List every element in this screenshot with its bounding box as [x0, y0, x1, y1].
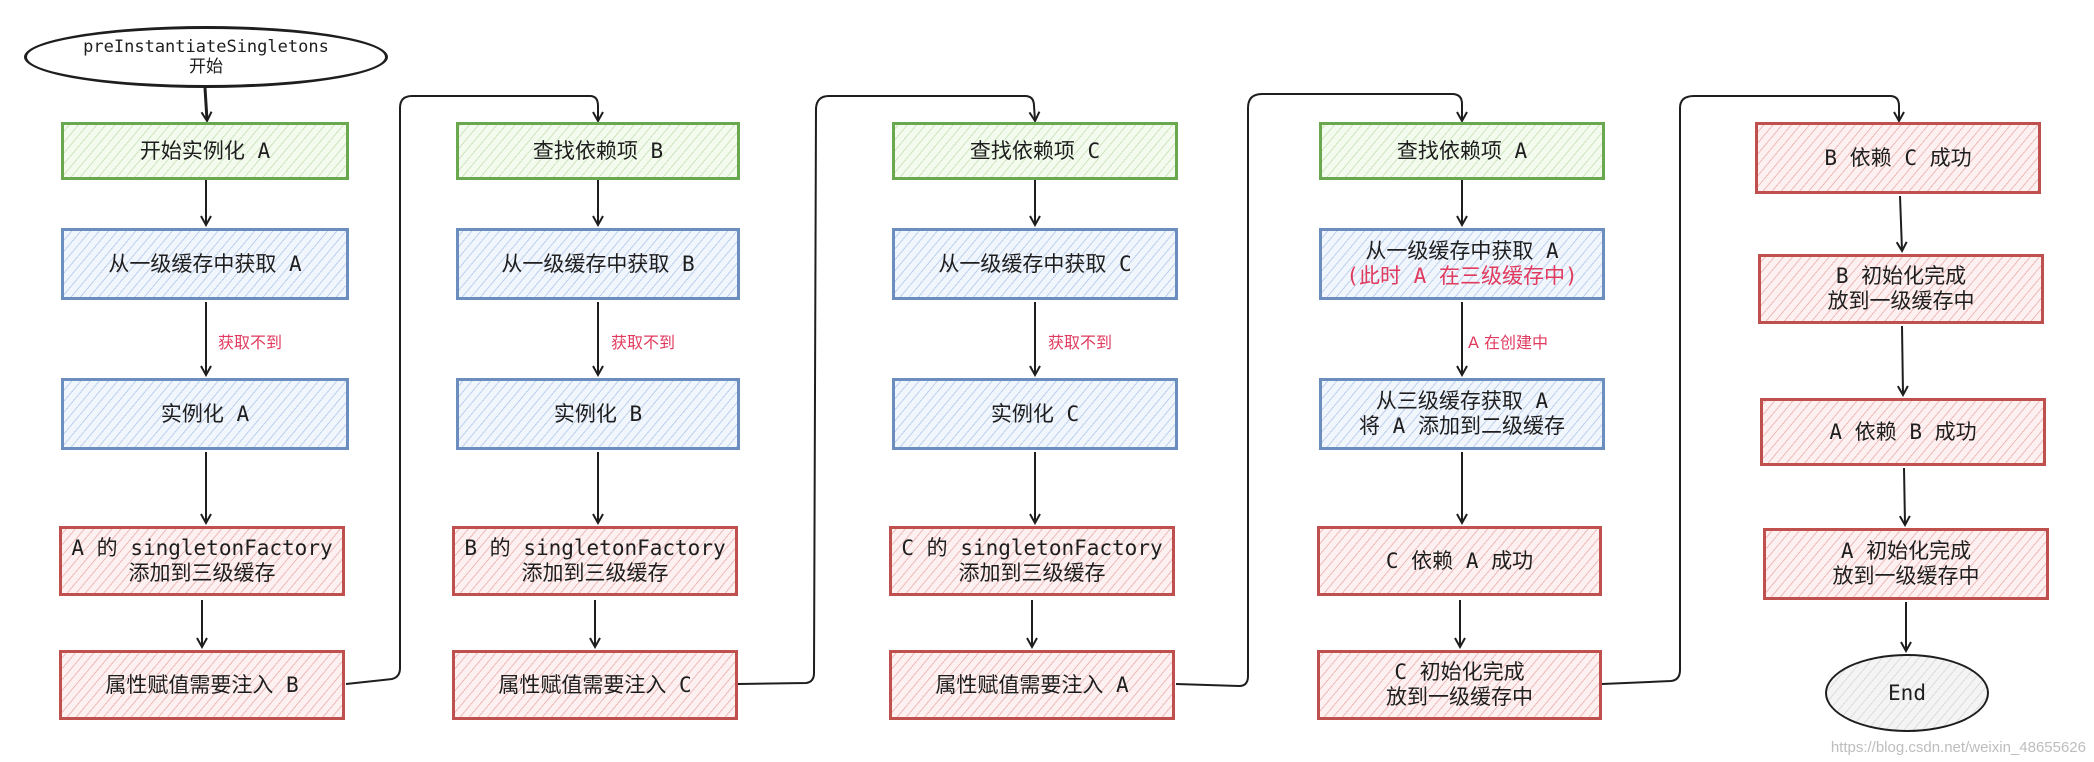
step-get-a-from-level1-cache-again: 从一级缓存中获取 A (此时 A 在三级缓存中)	[1319, 228, 1605, 300]
connector-col2-to-col3	[737, 95, 1035, 685]
end-node: End	[1825, 654, 1989, 732]
edge-label-a-creating: A 在创建中	[1468, 333, 1549, 352]
start-node: preInstantiateSingletons 开始	[24, 26, 388, 88]
step-inject-b: 属性赋值需要注入 B	[59, 650, 345, 720]
step-note-a-in-level3: (此时 A 在三级缓存中)	[1346, 264, 1578, 288]
arrow-c5-2	[1902, 325, 1903, 394]
edge-label-not-found-b: 获取不到	[611, 333, 676, 352]
step-label: A 依赖 B 成功	[1829, 419, 1977, 444]
step-label: 开始实例化 A	[139, 138, 271, 163]
step-label: C 的 singletonFactory	[901, 536, 1163, 560]
step-inject-c: 属性赋值需要注入 C	[452, 650, 738, 720]
connector-col3-to-col4	[1175, 93, 1462, 688]
step-get-a-from-level3-cache: 从三级缓存获取 A 将 A 添加到二级缓存	[1319, 378, 1605, 450]
step-label: B 的 singletonFactory	[464, 536, 726, 560]
step-label: A 的 singletonFactory	[71, 536, 333, 560]
step-label-line2: 添加到三级缓存	[521, 561, 669, 585]
end-node-label: End	[1888, 681, 1926, 705]
step-label: B 初始化完成	[1835, 264, 1967, 288]
watermark: https://blog.csdn.net/weixin_48655626	[1830, 739, 2086, 756]
step-label: 属性赋值需要注入 C	[498, 672, 692, 697]
step-b-depends-c-success: B 依赖 C 成功	[1755, 122, 2041, 194]
step-label: 从一级缓存中获取 C	[938, 251, 1132, 276]
step-start-instantiate-a: 开始实例化 A	[61, 122, 349, 180]
step-get-c-from-level1-cache: 从一级缓存中获取 C	[892, 228, 1178, 300]
step-get-b-from-level1-cache: 从一级缓存中获取 B	[456, 228, 740, 300]
step-label: C 初始化完成	[1394, 660, 1525, 684]
arrow-c5-1	[1900, 195, 1902, 250]
step-c-singleton-factory: C 的 singletonFactory 添加到三级缓存	[889, 526, 1175, 596]
step-instantiate-b: 实例化 B	[456, 378, 740, 450]
step-a-depends-b-success: A 依赖 B 成功	[1760, 398, 2046, 466]
step-find-dependency-c: 查找依赖项 C	[892, 122, 1178, 180]
step-label: 属性赋值需要注入 B	[105, 672, 299, 697]
step-label-line2: 放到一级缓存中	[1386, 685, 1533, 709]
start-node-line2: 开始	[189, 57, 223, 77]
step-label: 查找依赖项 A	[1396, 138, 1528, 163]
step-label: 属性赋值需要注入 A	[935, 672, 1129, 697]
step-instantiate-a: 实例化 A	[61, 378, 349, 450]
step-label: 从一级缓存中获取 A	[1365, 239, 1559, 263]
edge-label-not-found-c: 获取不到	[1048, 333, 1113, 352]
step-b-init-complete: B 初始化完成 放到一级缓存中	[1758, 254, 2044, 324]
arrow-c5-3	[1904, 467, 1905, 524]
connector-col1-to-col2	[345, 95, 598, 685]
step-label: 实例化 A	[160, 401, 250, 426]
step-label: 从一级缓存中获取 B	[501, 251, 695, 276]
step-label: 实例化 C	[990, 401, 1080, 426]
step-c-depends-a-success: C 依赖 A 成功	[1317, 526, 1602, 596]
step-label: B 依赖 C 成功	[1824, 145, 1972, 170]
step-label: A 初始化完成	[1840, 539, 1972, 563]
step-c-init-complete: C 初始化完成 放到一级缓存中	[1317, 650, 1602, 720]
step-label-line2: 放到一级缓存中	[1832, 564, 1980, 588]
step-get-a-from-level1-cache: 从一级缓存中获取 A	[61, 228, 349, 300]
step-label: 查找依赖项 C	[969, 138, 1101, 163]
step-label: 从三级缓存获取 A	[1375, 389, 1549, 413]
step-find-dependency-a: 查找依赖项 A	[1319, 122, 1605, 180]
step-find-dependency-b: 查找依赖项 B	[456, 122, 740, 180]
step-label-line2: 添加到三级缓存	[958, 561, 1106, 585]
edge-label-not-found-a: 获取不到	[218, 333, 283, 352]
step-instantiate-c: 实例化 C	[892, 378, 1178, 450]
start-node-line1: preInstantiateSingletons	[83, 37, 329, 57]
step-label: 查找依赖项 B	[532, 138, 664, 163]
step-a-singleton-factory: A 的 singletonFactory 添加到三级缓存	[59, 526, 345, 596]
arrow-start-to-col1	[205, 87, 207, 120]
step-label: 实例化 B	[553, 401, 643, 426]
step-label: C 依赖 A 成功	[1385, 548, 1534, 573]
step-label-line2: 添加到三级缓存	[128, 561, 276, 585]
connector-col4-to-col5	[1601, 95, 1899, 685]
step-b-singleton-factory: B 的 singletonFactory 添加到三级缓存	[452, 526, 738, 596]
step-inject-a: 属性赋值需要注入 A	[889, 650, 1175, 720]
step-label: 从一级缓存中获取 A	[108, 251, 302, 276]
step-label-line2: 放到一级缓存中	[1827, 289, 1975, 313]
step-a-init-complete: A 初始化完成 放到一级缓存中	[1763, 528, 2049, 600]
step-label-line2: 将 A 添加到二级缓存	[1359, 414, 1565, 438]
